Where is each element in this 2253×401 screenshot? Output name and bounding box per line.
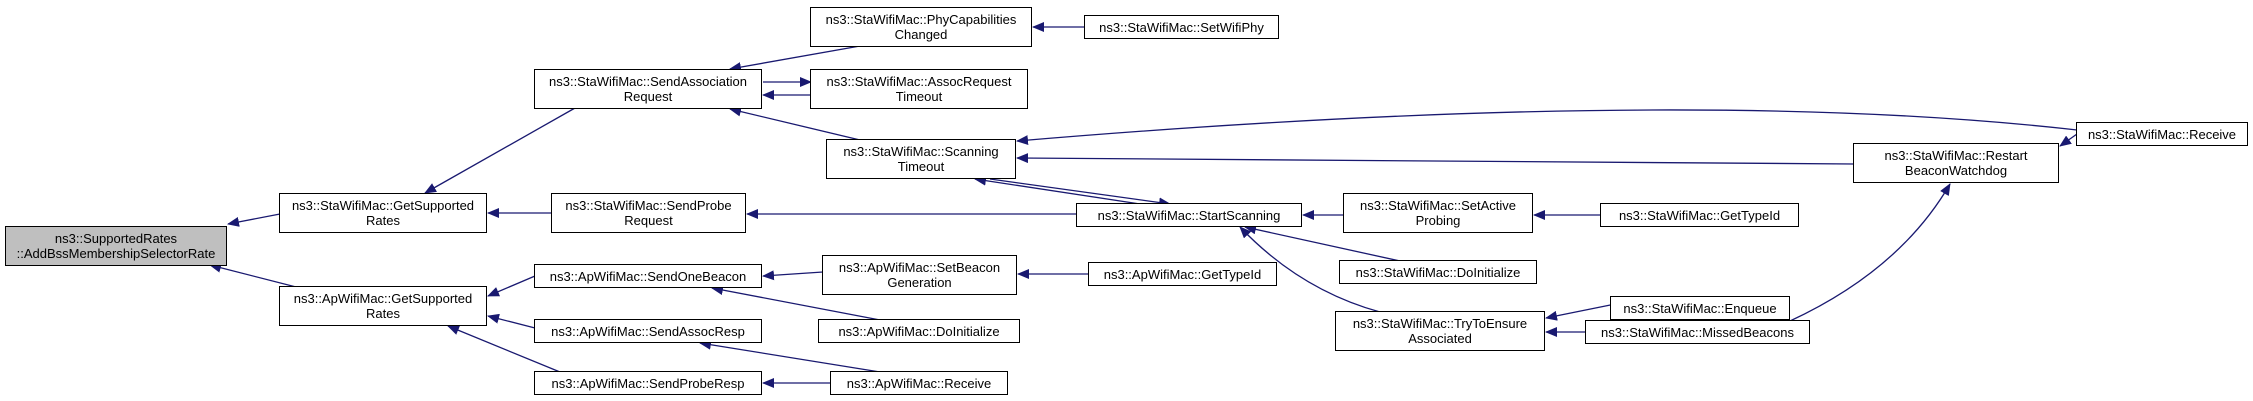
- edge-sta_receive-to-sta_restartbeacon: [2059, 133, 2078, 147]
- node-label-line: ns3::StaWifiMac::PhyCapabilities: [825, 12, 1017, 27]
- edge-sta_startscan-to-sta_scantimeout: [974, 175, 1141, 205]
- node-label-line: Request: [624, 213, 673, 228]
- node-label-line: Probing: [1415, 213, 1461, 228]
- node-label-line: ns3::StaWifiMac::StartScanning: [1097, 207, 1281, 223]
- node-label-line: Rates: [366, 306, 400, 321]
- node-root[interactable]: ns3::SupportedRates::AddBssMembershipSel…: [5, 226, 227, 266]
- node-label-line: BeaconWatchdog: [1904, 163, 2008, 178]
- node-label-line: ns3::ApWifiMac::GetTypeId: [1103, 266, 1262, 282]
- edge-sta_phycap-to-sta_sendassoc: [729, 45, 861, 73]
- node-label-line: ns3::StaWifiMac::SendAssociation: [549, 74, 747, 89]
- edge-sta_receive-to-sta_scantimeout: [1016, 109, 2078, 146]
- node-label-line: ns3::StaWifiMac::Receive: [2087, 126, 2237, 142]
- node-sta-startscan[interactable]: ns3::StaWifiMac::StartScanning: [1076, 203, 1302, 227]
- edge-sta_tryensure-to-sta_startscan: [1239, 226, 1381, 313]
- node-label-line: ns3::StaWifiMac::GetTypeId: [1618, 207, 1781, 223]
- node-label-line: Changed: [894, 27, 948, 42]
- node-sta-doinit[interactable]: ns3::StaWifiMac::DoInitialize: [1339, 260, 1537, 284]
- node-label-line: ns3::StaWifiMac::TryToEnsure: [1352, 316, 1528, 331]
- node-label-line: ns3::SupportedRates: [54, 231, 178, 246]
- edge-sta_sendassoc-to-sta_getsupported: [424, 107, 576, 194]
- node-label-line: Timeout: [897, 159, 945, 174]
- node-sta-gettypeid[interactable]: ns3::StaWifiMac::GetTypeId: [1600, 203, 1799, 227]
- node-label-line: ns3::StaWifiMac::SendProbe: [565, 198, 732, 213]
- node-sta-receive[interactable]: ns3::StaWifiMac::Receive: [2076, 122, 2248, 146]
- node-label-line: ns3::ApWifiMac::SendAssocResp: [551, 323, 745, 339]
- node-ap-doinit[interactable]: ns3::ApWifiMac::DoInitialize: [818, 319, 1020, 343]
- edge-ap_sendassocresp-to-ap_getsupported: [487, 313, 536, 329]
- node-label-line: ns3::StaWifiMac::MissedBeacons: [1601, 324, 1794, 340]
- node-ap-sendonebeacon[interactable]: ns3::ApWifiMac::SendOneBeacon: [534, 264, 762, 288]
- edge-sta_doinit-to-sta_startscan: [1244, 224, 1401, 262]
- node-sta-missedbeacons[interactable]: ns3::StaWifiMac::MissedBeacons: [1585, 320, 1810, 344]
- node-sta-setwifiphy[interactable]: ns3::StaWifiMac::SetWifiPhy: [1084, 15, 1279, 39]
- node-ap-gettypeid[interactable]: ns3::ApWifiMac::GetTypeId: [1088, 262, 1277, 286]
- edge-sta_getsupported-to-root: [227, 213, 281, 227]
- edge-ap_sendonebeacon-to-ap_getsupported: [487, 275, 536, 297]
- node-label-line: ns3::StaWifiMac::DoInitialize: [1355, 264, 1521, 280]
- node-ap-receive[interactable]: ns3::ApWifiMac::Receive: [830, 371, 1008, 395]
- node-sta-enqueue[interactable]: ns3::StaWifiMac::Enqueue: [1610, 296, 1790, 320]
- node-label-line: ns3::ApWifiMac::SendOneBeacon: [549, 268, 747, 284]
- node-label-line: Associated: [1408, 331, 1472, 346]
- edge-ap_receive-to-ap_sendassocresp: [699, 339, 881, 373]
- edge-sta_scantimeout-to-sta_startscan: [989, 178, 1171, 208]
- edge-ap_getsupported-to-root: [209, 262, 301, 289]
- node-label-line: ns3::StaWifiMac::Scanning: [843, 144, 999, 159]
- node-label-line: ns3::ApWifiMac::Receive: [846, 375, 992, 391]
- node-label-line: ns3::StaWifiMac::SetActive: [1359, 198, 1517, 213]
- node-label-line: ns3::ApWifiMac::GetSupported: [293, 291, 473, 306]
- node-label-line: ns3::StaWifiMac::Enqueue: [1623, 300, 1777, 316]
- edge-ap_setbeacongen-to-ap_sendonebeacon: [762, 270, 824, 281]
- node-label-line: ::AddBssMembershipSelectorRate: [16, 246, 216, 261]
- edge-ap_doinit-to-ap_sendonebeacon: [711, 285, 881, 321]
- node-label-line: ns3::ApWifiMac::SetBeacon: [838, 260, 1001, 275]
- node-label-line: Timeout: [895, 89, 943, 104]
- node-ap-sendassocresp[interactable]: ns3::ApWifiMac::SendAssocResp: [534, 319, 762, 343]
- node-label-line: ns3::StaWifiMac::AssocRequest: [826, 74, 1012, 89]
- edge-sta_missedbeacons-to-sta_restartbeacon: [1789, 183, 1951, 322]
- node-ap-sendproberesp[interactable]: ns3::ApWifiMac::SendProbeResp: [534, 371, 762, 395]
- edge-sta_restartbeacon-to-sta_scantimeout: [1016, 153, 1855, 165]
- node-label-line: ns3::ApWifiMac::DoInitialize: [838, 323, 1000, 339]
- node-label-line: ns3::StaWifiMac::Restart: [1884, 148, 2028, 163]
- node-label-line: Request: [623, 89, 673, 104]
- node-label-line: Rates: [366, 213, 400, 228]
- node-label-line: ns3::StaWifiMac::GetSupported: [291, 198, 475, 213]
- node-label-line: ns3::StaWifiMac::SetWifiPhy: [1099, 19, 1264, 35]
- node-label-line: Generation: [887, 275, 952, 290]
- edge-ap_sendproberesp-to-ap_getsupported: [447, 325, 561, 373]
- edge-sta_scantimeout-to-sta_sendassoc: [729, 106, 861, 141]
- node-label-line: ns3::ApWifiMac::SendProbeResp: [551, 375, 745, 391]
